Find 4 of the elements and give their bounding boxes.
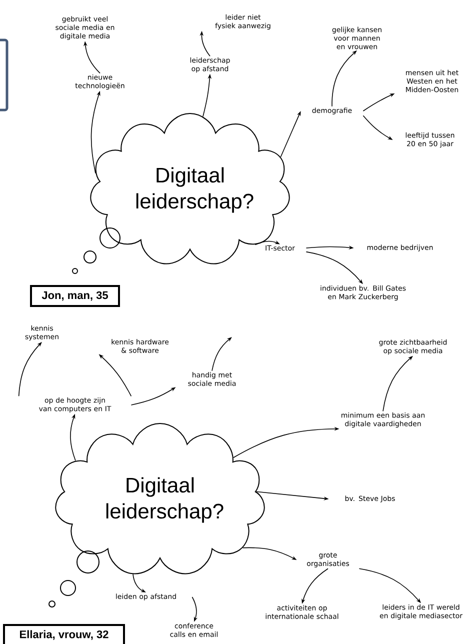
thought-cloud: Digitaal leiderschap? <box>55 423 265 574</box>
person-label-box: Jon, man, 35 <box>30 285 120 307</box>
person-label-box: Ellaria, vrouw, 32 <box>3 624 125 644</box>
arrow <box>212 337 232 372</box>
